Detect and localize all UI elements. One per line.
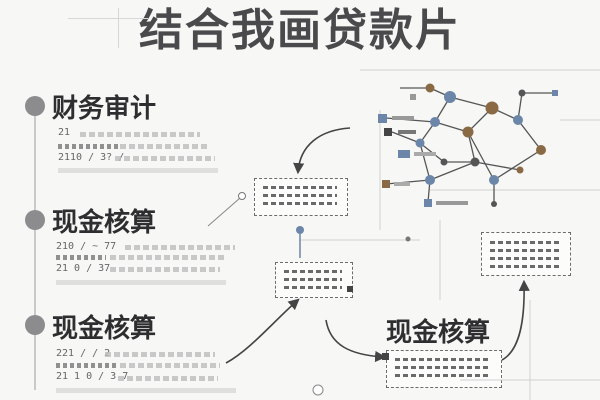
placeholder-bar — [118, 376, 218, 381]
process-box — [254, 178, 348, 216]
placeholder-bar — [56, 280, 226, 285]
placeholder-bar — [115, 156, 215, 161]
connector-node — [382, 353, 389, 360]
network-tags — [378, 90, 558, 207]
timeline-subtext: 21 1 0 / 3 7 — [56, 371, 129, 382]
placeholder-bar — [58, 168, 218, 173]
arrow-connector — [293, 127, 351, 175]
network-edges — [385, 87, 552, 204]
timeline-dot — [25, 210, 45, 230]
connector-node — [296, 226, 304, 234]
timeline-subtext: 21 — [58, 127, 71, 138]
arrow-connector — [325, 319, 387, 363]
divider — [68, 18, 148, 19]
process-box — [386, 350, 502, 388]
diagram-callout: 现金核算 — [386, 318, 491, 348]
timeline-dot — [25, 315, 45, 335]
page-title: 结合我画贷款片 — [139, 5, 461, 56]
placeholder-bar — [110, 255, 225, 260]
timeline-dot — [25, 96, 45, 116]
process-box — [481, 232, 571, 276]
connector-node — [238, 192, 246, 200]
placeholder-bar — [58, 144, 118, 149]
timeline-heading: 现金核算 — [52, 314, 157, 344]
connector-node — [347, 286, 353, 292]
placeholder-bar — [56, 255, 106, 260]
timeline-subtext: 210 / ~ 77 — [56, 241, 117, 252]
arrow-connector — [225, 298, 300, 364]
connector-node — [405, 236, 411, 242]
placeholder-bar — [56, 388, 236, 393]
placeholder-bar — [80, 132, 200, 137]
placeholder-bar — [105, 352, 215, 357]
divider — [118, 8, 119, 48]
arrow-connector — [501, 279, 530, 361]
placeholder-bar — [120, 144, 210, 149]
network-nodes — [415, 83, 546, 207]
background-lines — [300, 69, 600, 400]
timeline-heading: 现金核算 — [52, 208, 157, 238]
timeline-subtext: 21 0 / 37 — [56, 263, 111, 274]
timeline-heading: 财务审计 — [52, 94, 157, 124]
placeholder-bar — [125, 245, 235, 250]
timeline-subtext: 221 / / 2 — [56, 348, 111, 359]
placeholder-bar — [110, 267, 220, 272]
placeholder-bar — [56, 363, 116, 368]
placeholder-bar — [120, 363, 220, 368]
timeline-track — [34, 100, 36, 390]
process-box — [275, 262, 353, 298]
connector-node — [312, 384, 324, 396]
timeline-subtext: 2110 / 3? / — [58, 152, 125, 163]
